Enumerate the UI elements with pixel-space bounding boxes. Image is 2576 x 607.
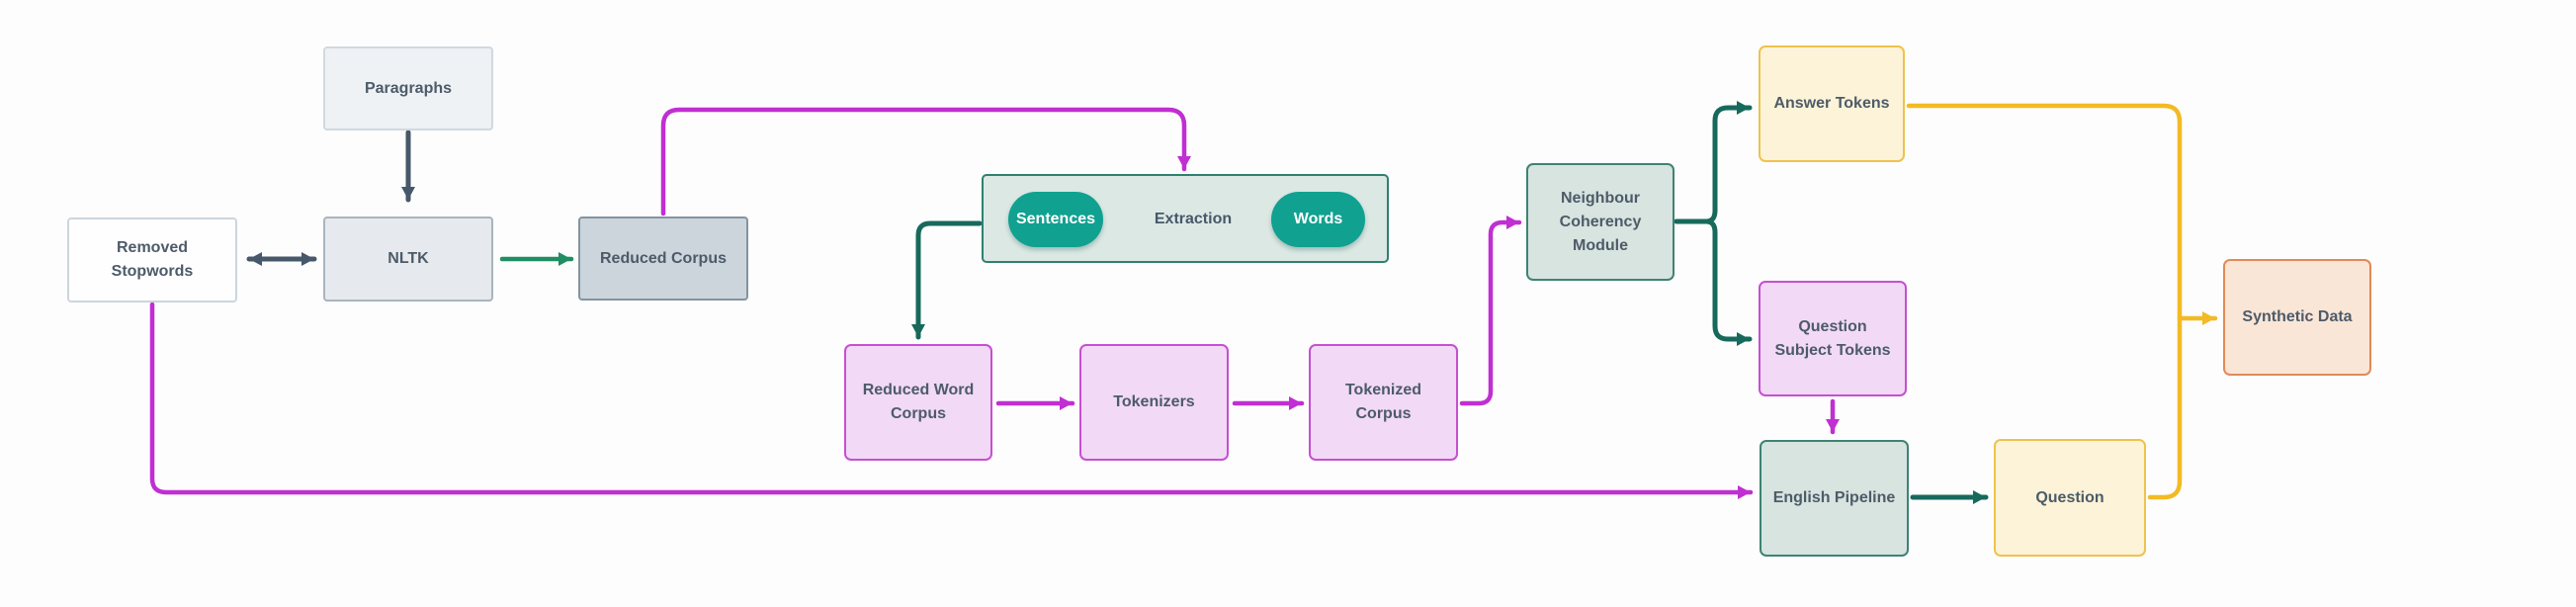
node-neighbour-coherency-module: Neighbour Coherency Module — [1526, 163, 1674, 281]
node-reduced-word-corpus: Reduced Word Corpus — [844, 344, 992, 461]
node-synthetic-data: Synthetic Data — [2223, 259, 2371, 376]
connector-removed-stopwords-english-pipeline — [149, 302, 1754, 499]
node-answer-tokens-label: Answer Tokens — [1773, 95, 1890, 112]
node-reduced-word-corpus-label: Reduced Word Corpus — [862, 382, 975, 422]
node-paragraphs: Paragraphs — [323, 46, 493, 130]
node-tokenized-corpus: Tokenized Corpus — [1309, 344, 1458, 461]
connector-sentence-group-reduced-word-corpus — [911, 220, 983, 340]
node-english-pipeline: English Pipeline — [1760, 440, 1909, 557]
node-answer-tokens: Answer Tokens — [1759, 45, 1905, 162]
node-english-pipeline-label: English Pipeline — [1772, 489, 1896, 506]
node-tokenizers-label: Tokenizers — [1113, 393, 1195, 410]
node-removed-stopwords: Removed Stopwords — [67, 217, 237, 303]
connector-ncm-answer-tokens — [1674, 101, 1753, 224]
node-nltk: NLTK — [323, 217, 493, 302]
node-reduced-corpus-label: Reduced Corpus — [599, 249, 727, 267]
node-removed-stopwords-label: Removed Stopwords — [111, 239, 194, 280]
connector-question-junction — [2147, 315, 2183, 500]
node-question-label: Question — [2035, 488, 2104, 506]
node-words-pill: Words — [1271, 192, 1365, 247]
node-question: Question — [1994, 439, 2146, 557]
connector-reduced-corpus-sentence-group — [660, 107, 1191, 217]
node-paragraphs-label: Paragraphs — [364, 79, 453, 97]
connector-ncm-question-subject-tokens — [1674, 218, 1753, 346]
node-question-subject-tokens: Question Subject Tokens — [1759, 281, 1907, 396]
connector-answer-tokens-junction — [1906, 103, 2183, 321]
node-synthetic-data-label: Synthetic Data — [2242, 308, 2353, 325]
connector-tokenized-corpus-ncm — [1459, 216, 1522, 406]
node-reduced-corpus: Reduced Corpus — [578, 217, 748, 301]
extraction-label-text: Extraction — [1154, 211, 1233, 227]
node-words-label: Words — [1293, 211, 1343, 227]
extraction-label: Extraction — [1151, 198, 1236, 241]
node-neighbour-coherency-module-label: Neighbour Coherency Module — [1559, 189, 1642, 254]
node-question-subject-tokens-label: Question Subject Tokens — [1774, 317, 1891, 359]
node-sentences-pill: Sentences — [1008, 192, 1103, 247]
node-tokenized-corpus-label: Tokenized Corpus — [1344, 382, 1422, 422]
node-sentences-label: Sentences — [1015, 211, 1096, 227]
node-nltk-label: NLTK — [387, 250, 429, 267]
node-tokenizers: Tokenizers — [1079, 344, 1229, 461]
